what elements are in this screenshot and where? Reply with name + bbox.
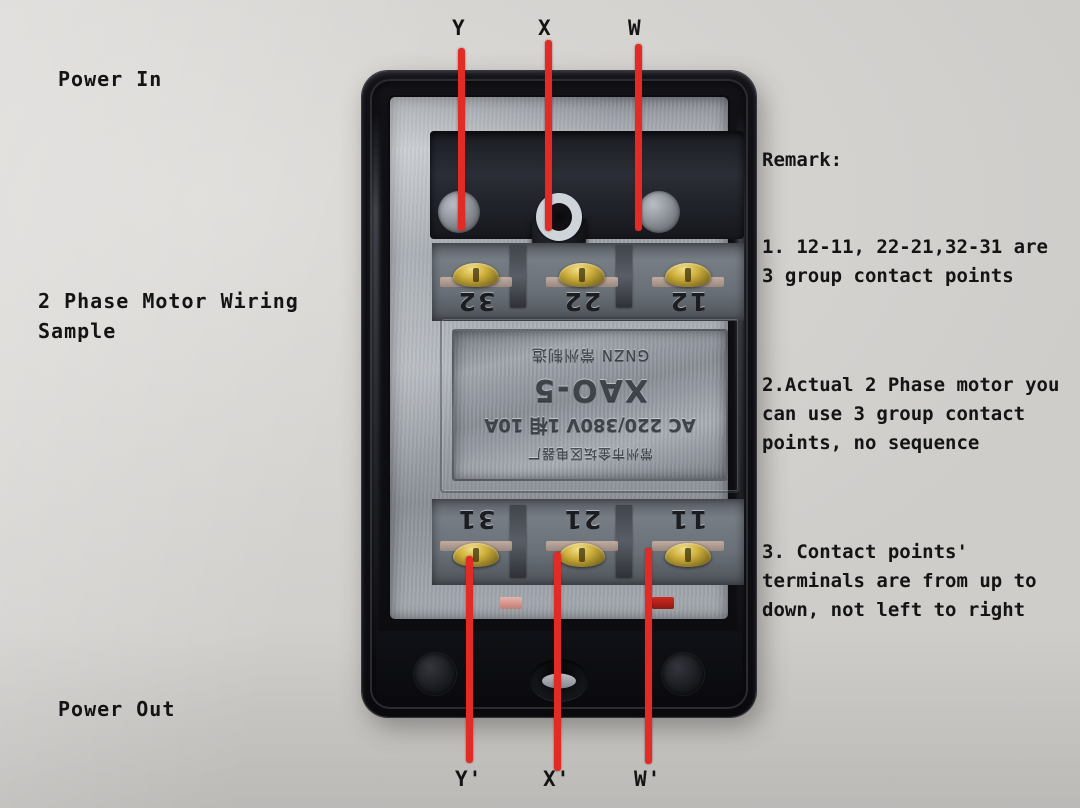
top-recess (430, 131, 744, 239)
mounting-eyelet (536, 193, 582, 241)
terminal-11[interactable]: 11 (644, 499, 732, 585)
nameplate-maker: GNZN 常州制造 (530, 346, 650, 365)
top-divider-2 (616, 245, 632, 307)
terminal-22-number: 22 (562, 287, 602, 316)
power-in-label: Power In (58, 67, 163, 91)
terminal-31-number: 31 (456, 505, 496, 534)
lead-label-y-prime: Y' (455, 767, 483, 791)
terminal-32[interactable]: 32 (432, 243, 520, 321)
terminal-12-slot (685, 268, 691, 282)
nameplate-spec: AC 220/380V 1相 10A (484, 414, 696, 436)
lead-label-x: X (538, 16, 552, 40)
terminal-11-slot (685, 548, 691, 562)
terminal-31[interactable]: 31 (432, 499, 520, 585)
lead-line-w (635, 44, 642, 231)
remark-item-3: 3. Contact points' terminals are from up… (762, 541, 1037, 621)
lead-label-x-prime: X' (543, 767, 571, 791)
nameplate-model: XAO-5 (532, 372, 648, 408)
terminal-21[interactable]: 21 (538, 499, 626, 585)
remark-item-1: 1. 12-11, 22-21,32-31 are 3 group contac… (762, 236, 1048, 287)
lead-line-y-prime (466, 556, 473, 763)
lead-line-x (545, 40, 552, 231)
remark-item-2: 2.Actual 2 Phase motor you can use 3 gro… (762, 374, 1060, 454)
lead-line-x-prime (554, 552, 561, 771)
lead-label-w-prime: W' (634, 767, 662, 791)
top-terminal-block: 32 22 12 (432, 243, 744, 321)
terminal-32-number: 32 (456, 287, 496, 316)
terminal-21-number: 21 (562, 505, 602, 534)
metal-chassis-plate: 32 22 12 常州市金坛区电器厂 AC (390, 97, 744, 619)
terminal-21-slot (579, 548, 585, 562)
lead-line-w-prime (645, 548, 652, 764)
case-highlight-right (737, 111, 744, 671)
case-highlight-left (372, 111, 379, 671)
bottom-terminal-block: 31 21 11 (432, 499, 744, 585)
wiring-sample-label-line2: Sample (38, 319, 117, 343)
foot-boss-right (662, 653, 704, 695)
remark-title: Remark: (762, 149, 843, 171)
nameplate-brand: 常州市金坛区电器厂 (527, 445, 654, 461)
terminal-22-slot (579, 268, 585, 282)
nameplate-ridge (440, 317, 740, 493)
terminal-11-number: 11 (668, 505, 708, 534)
terminal-12[interactable]: 12 (644, 243, 732, 321)
lead-line-y (458, 48, 465, 231)
power-out-label: Power Out (58, 697, 176, 721)
terminal-12-number: 12 (668, 287, 708, 316)
relay-device-body: 32 22 12 常州市金坛区电器厂 AC (362, 71, 756, 717)
lead-label-y: Y (452, 16, 466, 40)
device-nameplate: 常州市金坛区电器厂 AC 220/380V 1相 10A XAO-5 GNZN … (452, 329, 728, 481)
detail-chip-left (500, 597, 522, 609)
terminal-22[interactable]: 22 (538, 243, 626, 321)
remark-block: Remark: 1. 12-11, 22-21,32-31 are 3 grou… (762, 88, 1062, 683)
lead-label-w: W (628, 16, 642, 40)
bottom-divider-2 (616, 505, 632, 577)
terminal-31-slot (473, 548, 479, 562)
bottom-divider-1 (510, 505, 526, 577)
wiring-sample-label-line1: 2 Phase Motor Wiring (38, 289, 299, 313)
terminal-32-slot (473, 268, 479, 282)
foot-boss-left (414, 653, 456, 695)
detail-chip-right (652, 597, 674, 609)
top-right-boss (638, 191, 680, 233)
top-divider-1 (510, 245, 526, 307)
